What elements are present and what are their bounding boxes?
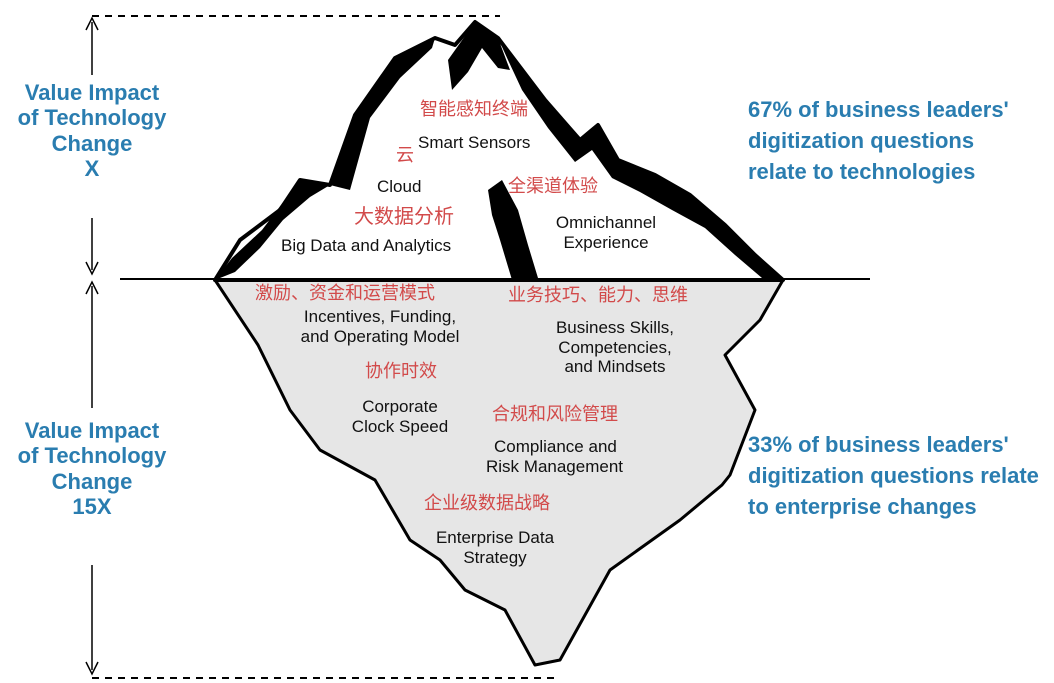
left-label-above-line-2: of Technology <box>17 105 167 131</box>
right-note-below: 33% of business leaders' digitization qu… <box>748 430 1039 522</box>
left-label-below: Value Impact of Technology Change 15X <box>12 418 172 519</box>
big-data-zh: 大数据分析 <box>354 204 454 228</box>
business-skills-en-line-1: Business Skills, <box>555 318 675 337</box>
iceberg-shadow-right <box>498 38 783 280</box>
left-label-below-line-1: Value Impact <box>24 418 160 443</box>
iceberg-shadow-center <box>448 22 510 90</box>
iceberg-submerged <box>213 278 785 667</box>
left-label-below-line-2: of Technology <box>17 443 167 469</box>
left-label-below-line-3: Change <box>51 468 133 494</box>
clock-speed-zh: 协作时效 <box>365 361 437 382</box>
right-note-above-line-2: digitization questions <box>748 127 975 153</box>
iceberg-shadow-left-inner <box>330 38 435 190</box>
data-strategy-en-line-1: Enterprise Data <box>435 528 555 547</box>
business-skills-en: Business Skills, Competencies, and Minds… <box>535 318 695 377</box>
omnichannel-en-line-1: Omnichannel <box>555 213 657 232</box>
compliance-en-line-2: Risk Management <box>486 456 624 476</box>
smart-sensors-zh: 智能感知终端 <box>420 99 528 120</box>
right-note-below-line-1: 33% of business leaders' <box>748 432 1009 457</box>
right-note-above: 67% of business leaders' digitization qu… <box>748 95 1009 187</box>
business-skills-en-line-2: Competencies, <box>558 337 672 357</box>
smart-sensors-en: Smart Sensors <box>418 133 531 152</box>
compliance-en: Compliance and Risk Management <box>486 437 623 476</box>
iceberg-crevasse <box>488 180 538 280</box>
business-skills-zh: 业务技巧、能力、思维 <box>508 285 688 306</box>
incentives-en-line-1: Incentives, Funding, <box>303 307 457 326</box>
iceberg-shadow-left <box>215 180 330 280</box>
right-note-above-line-3: relate to technologies <box>748 158 976 184</box>
data-strategy-zh: 企业级数据战略 <box>424 493 550 514</box>
big-data-en: Big Data and Analytics <box>281 236 452 255</box>
left-label-below-line-4: 15X <box>72 493 112 519</box>
omnichannel-en: Omnichannel Experience <box>546 213 666 252</box>
left-label-above: Value Impact of Technology Change X <box>12 80 172 181</box>
right-note-below-line-3: to enterprise changes <box>748 493 977 519</box>
data-strategy-en-line-2: Strategy <box>463 547 527 567</box>
data-strategy-en: Enterprise Data Strategy <box>420 528 570 567</box>
upper-arrow-head-down <box>85 261 99 276</box>
compliance-en-line-1: Compliance and <box>494 437 617 456</box>
right-note-above-line-1: 67% of business leaders' <box>748 97 1009 122</box>
clock-speed-en-line-1: Corporate <box>362 397 438 416</box>
omnichannel-en-line-2: Experience <box>563 232 649 252</box>
lower-arrow-head-down <box>85 661 99 676</box>
right-note-below-line-2: digitization questions relate <box>748 462 1039 488</box>
compliance-zh: 合规和风险管理 <box>492 404 618 425</box>
omnichannel-zh: 全渠道体验 <box>508 176 598 197</box>
lower-arrow-head-up <box>85 280 99 295</box>
cloud-zh: 云 <box>396 145 414 166</box>
clock-speed-en-line-2: Clock Speed <box>351 416 449 436</box>
incentives-en: Incentives, Funding, and Operating Model <box>280 307 480 346</box>
business-skills-en-line-3: and Mindsets <box>564 357 666 377</box>
cloud-en: Cloud <box>377 177 422 196</box>
incentives-zh: 激励、资金和运营模式 <box>255 283 435 304</box>
left-label-above-line-1: Value Impact <box>24 80 160 105</box>
left-label-above-line-3: Change <box>51 130 133 156</box>
upper-arrow-head-up <box>85 16 99 31</box>
clock-speed-en: Corporate Clock Speed <box>340 397 460 436</box>
incentives-en-line-2: and Operating Model <box>300 326 460 346</box>
left-label-above-line-4: X <box>84 155 100 181</box>
